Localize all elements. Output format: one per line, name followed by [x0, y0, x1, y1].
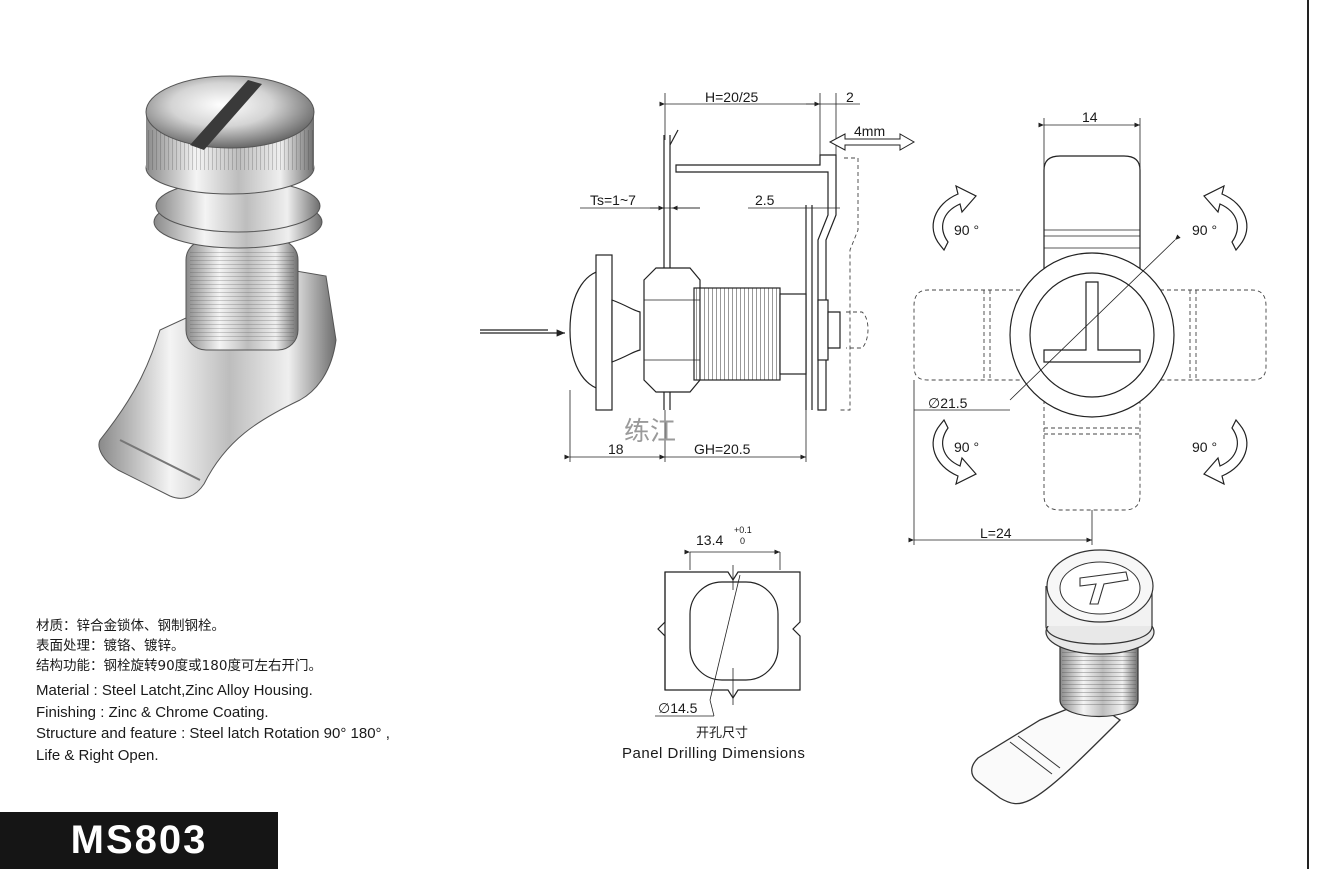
note-en-material: Material : Steel Latcht,Zinc Alloy Housi… [36, 682, 313, 699]
dim-h: H=20/25 [705, 89, 759, 105]
rotation-label-tr: 90 ° [1192, 222, 1217, 238]
dim-2: 2 [846, 89, 854, 105]
dim-dia-14-5: ∅14.5 [658, 700, 698, 716]
rotation-label-bl: 90 ° [954, 439, 979, 455]
model-number: MS803 [70, 818, 208, 862]
watermark: 练江 [624, 417, 676, 447]
panel-drilling-cn: 开孔尺寸 [696, 726, 748, 741]
dim-l: L=24 [980, 525, 1012, 541]
spec-notes: 材质：锌合金锁体、钢制钢栓。 表面处理：镀铬、镀锌。 结构功能：钢栓旋转90度或… [36, 616, 390, 766]
lock-photo [98, 75, 337, 499]
rotation-label-tl: 90 ° [954, 222, 979, 238]
side-view [480, 93, 916, 462]
note-en-finishing: Finishing : Zinc & Chrome Coating. [36, 703, 269, 721]
note-cn-finishing: 表面处理：镀铬、镀锌。 [36, 638, 185, 654]
dim-tol-upper: +0.1 [734, 525, 752, 535]
model-label-bar: MS803 [0, 812, 278, 869]
note-cn-material: 材质：锌合金锁体、钢制钢栓。 [36, 618, 225, 634]
panel-drilling-diagram [655, 549, 801, 717]
dim-4mm: 4mm [854, 123, 885, 139]
front-view [908, 118, 1267, 545]
note-en-open: Life & Right Open. [36, 746, 159, 764]
note-cn-structure: 结构功能：钢栓旋转90度或180度可左右开门。 [36, 658, 322, 674]
lock-photo-2 [971, 549, 1155, 805]
dim-14: 14 [1082, 109, 1098, 125]
dim-18: 18 [608, 441, 624, 457]
dim-ts: Ts=1~7 [590, 192, 636, 208]
rotation-label-br: 90 ° [1192, 439, 1217, 455]
dim-cutout-width: 13.4 [696, 532, 723, 548]
dim-dia-21-5: ∅21.5 [928, 395, 968, 411]
dim-tol-lower: 0 [740, 536, 745, 546]
dim-gh: GH=20.5 [694, 441, 751, 457]
panel-drilling-en: Panel Drilling Dimensions [622, 745, 805, 762]
dim-2-5: 2.5 [755, 192, 775, 208]
right-border-rule [1307, 0, 1309, 869]
note-en-structure: Structure and feature : Steel latch Rota… [36, 725, 390, 742]
